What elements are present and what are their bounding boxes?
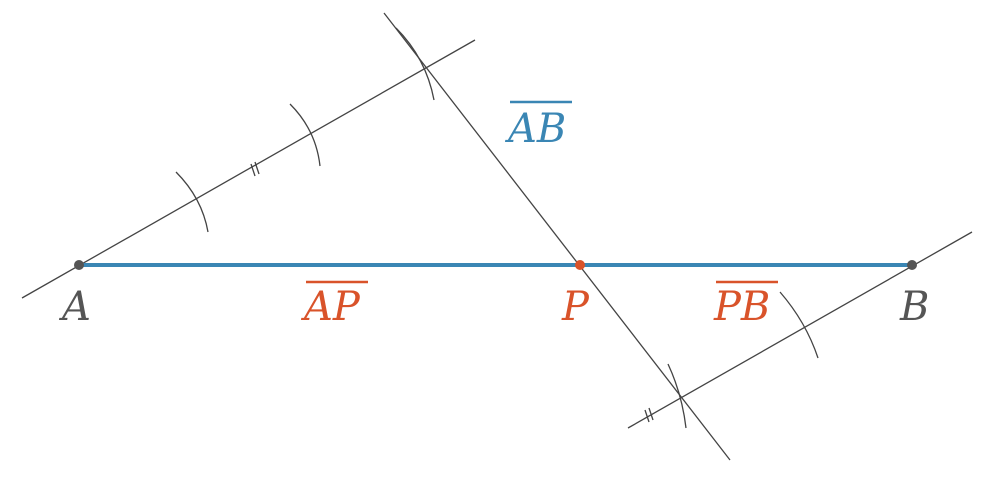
- auxiliary-ray-from-a: [21, 39, 476, 299]
- point-label-p: P: [561, 284, 590, 330]
- point-p: [575, 260, 585, 270]
- point-a: [74, 260, 84, 270]
- compass-arc: [289, 103, 321, 167]
- connecting-line: [383, 12, 731, 461]
- equal-tick-mark: [644, 407, 654, 423]
- point-label-a: A: [58, 284, 91, 330]
- compass-arc: [395, 27, 435, 101]
- equal-tick-mark: [250, 161, 260, 177]
- segment-label-ab: AB: [504, 106, 566, 152]
- segment-label-pb: PB: [713, 284, 770, 330]
- compass-arc: [175, 171, 209, 233]
- compass-arc: [667, 363, 687, 429]
- parallel-line-through-b: [627, 231, 973, 429]
- segment-label-ap: AP: [300, 284, 361, 330]
- compass-arc: [779, 291, 819, 359]
- point-label-b: B: [899, 284, 929, 330]
- point-b: [907, 260, 917, 270]
